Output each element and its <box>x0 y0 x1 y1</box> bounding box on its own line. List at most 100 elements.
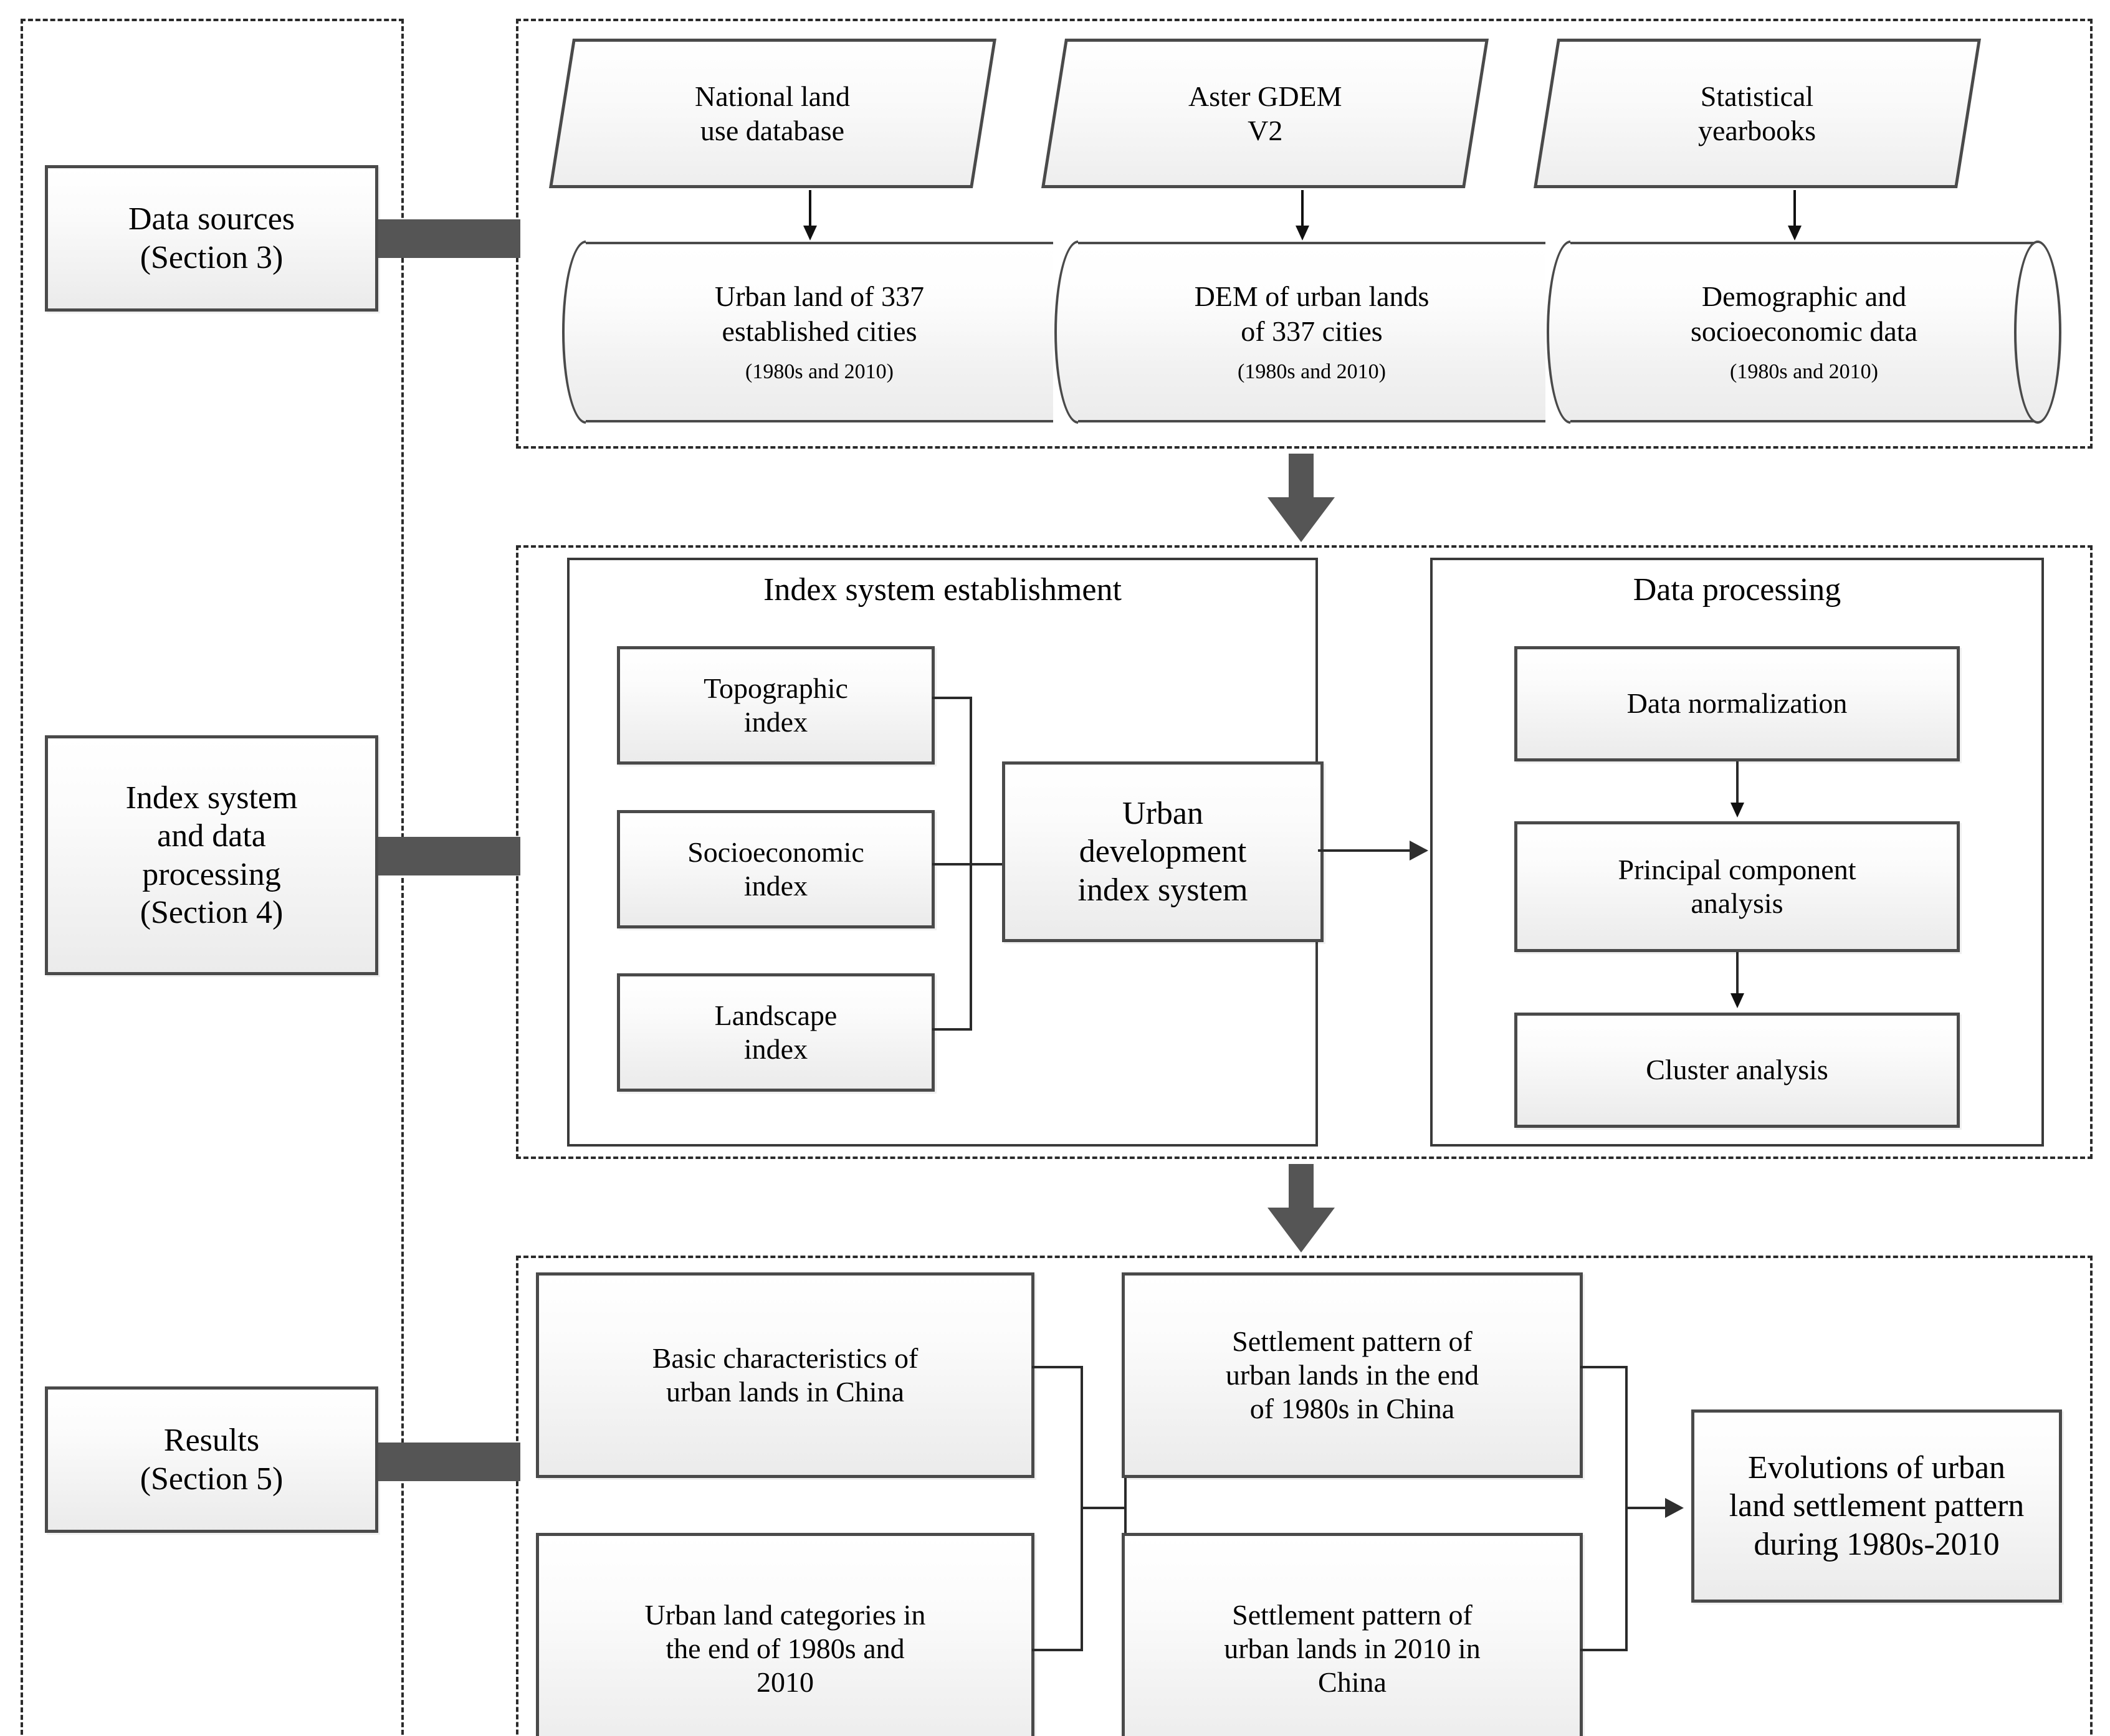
stage-label-results-title: Results <box>163 1423 260 1459</box>
cylinder-body-1 <box>1078 242 1545 422</box>
stage-label-index-line2: and data <box>157 818 266 854</box>
data-source-0-line2: use database <box>700 115 845 146</box>
stage-arrow-sources-to-index <box>1264 454 1339 542</box>
result-settlement-pattern-1980s[interactable]: Settlement pattern of urban lands in the… <box>1122 1272 1583 1478</box>
index-box-landscape-index[interactable]: Landscape index <box>617 973 935 1092</box>
results-right-bracket-bottom <box>1580 1649 1628 1651</box>
stage-label-column-container <box>21 19 404 1736</box>
data-source-2-line1: Statistical <box>1701 80 1814 112</box>
data-source-2-text: Statistical yearbooks <box>1698 79 1816 148</box>
result-right-line2: land settlement pattern <box>1729 1488 2025 1524</box>
connector-source2-to-db2 <box>1793 190 1796 229</box>
bracket-bottom-index2 <box>932 1028 972 1031</box>
arrow-down-icon-stage-1 <box>1267 497 1335 542</box>
stage-connector-bar-index-system <box>378 837 520 875</box>
results-right-bracket-stem <box>1625 1507 1669 1509</box>
index-1-line2: index <box>743 870 808 902</box>
index-system-panel-title: Index system establishment <box>763 572 1122 608</box>
result-evolutions-of-urban-land-settlement-pattern[interactable]: Evolutions of urban land settlement patt… <box>1691 1409 2062 1603</box>
dataset-urban-land-337-cities[interactable]: Urban land of 337 established cities (19… <box>562 241 1053 424</box>
result-left-0-line2: urban lands in China <box>666 1376 904 1408</box>
dataset-0-line2: established cities <box>722 315 917 347</box>
processing-step-0-label: Data normalization <box>1626 687 1848 720</box>
data-source-0-text: National land use database <box>695 79 850 148</box>
stage-arrow-index-to-results <box>1264 1164 1339 1252</box>
stage-label-index-section: (Section 4) <box>140 894 284 930</box>
dataset-2-line1: Demographic and <box>1701 280 1907 313</box>
development-index-line2: development <box>1079 834 1247 870</box>
result-basic-characteristics[interactable]: Basic characteristics of urban lands in … <box>536 1272 1034 1478</box>
dataset-2-period: (1980s and 2010) <box>1730 360 1878 383</box>
data-source-1-line2: V2 <box>1247 115 1283 146</box>
result-left-1-line3: 2010 <box>757 1666 814 1699</box>
data-source-1-text: Aster GDEM V2 <box>1188 79 1342 148</box>
arrow-down-icon-source1 <box>1296 226 1309 241</box>
result-mid-0-line3: of 1980s in China <box>1249 1393 1455 1425</box>
stage-label-index-line3: processing <box>142 856 281 892</box>
results-split-spine-right <box>1124 1366 1127 1651</box>
stage-label-index-line1: Index system <box>125 780 298 816</box>
result-left-1-line1: Urban land categories in <box>644 1598 926 1631</box>
results-bracket-bottom <box>1032 1649 1083 1651</box>
data-source-0-line1: National land <box>695 80 851 112</box>
urban-development-index-system-box[interactable]: Urban development index system <box>1002 761 1324 942</box>
data-source-2-line2: yearbooks <box>1698 115 1816 146</box>
arrow-right-icon-to-data-processing <box>1410 841 1428 861</box>
bracket-top-index0 <box>932 697 972 699</box>
index-box-socioeconomic-index[interactable]: Socioeconomic index <box>617 810 935 928</box>
connector-source0-to-db0 <box>809 190 811 229</box>
result-right-line3: during 1980s-2010 <box>1754 1526 2000 1562</box>
results-container <box>516 1256 2093 1736</box>
stage-label-results-section: (Section 5) <box>140 1461 284 1497</box>
dataset-0-line1: Urban land of 337 <box>715 280 924 313</box>
data-source-1-line1: Aster GDEM <box>1188 80 1342 112</box>
cylinder-body-2 <box>1570 242 2038 422</box>
index-0-line2: index <box>743 706 808 738</box>
data-source-national-land-use-database[interactable]: National land use database <box>548 39 997 188</box>
stage-arrow-shaft-1 <box>1289 454 1314 500</box>
processing-step-principal-component-analysis[interactable]: Principal component analysis <box>1514 821 1960 952</box>
stage-label-data-sources-section: (Section 3) <box>140 239 284 275</box>
development-index-line1: Urban <box>1122 795 1203 831</box>
bracket-stem-index <box>932 863 1032 866</box>
stage-arrow-shaft-2 <box>1289 1164 1314 1211</box>
connector-pca-to-cluster <box>1736 952 1739 997</box>
connector-normalization-to-pca <box>1736 761 1739 806</box>
data-source-aster-gdem-v2[interactable]: Aster GDEM V2 <box>1041 39 1489 188</box>
result-right-line1: Evolutions of urban <box>1747 1449 2006 1486</box>
index-1-line1: Socioeconomic <box>687 836 864 868</box>
dataset-2-text: Demographic and socioeconomic data (1980… <box>1570 279 2038 384</box>
index-2-line1: Landscape <box>714 999 838 1031</box>
result-left-0-line1: Basic characteristics of <box>652 1342 919 1374</box>
index-box-topographic-index[interactable]: Topographic index <box>617 646 935 765</box>
stage-label-index-system[interactable]: Index system and data processing (Sectio… <box>45 735 378 975</box>
processing-step-1-line2: analysis <box>1691 887 1783 919</box>
data-processing-panel-title: Data processing <box>1633 572 1841 608</box>
dataset-0-period: (1980s and 2010) <box>745 360 894 383</box>
dataset-demographic-socioeconomic-data[interactable]: Demographic and socioeconomic data (1980… <box>1547 241 2061 424</box>
processing-step-2-label: Cluster analysis <box>1646 1054 1828 1086</box>
stage-connector-bar-data-sources <box>378 219 520 258</box>
result-mid-0-line1: Settlement pattern of <box>1232 1325 1473 1357</box>
arrow-down-icon-to-pca <box>1730 803 1744 818</box>
result-urban-land-categories[interactable]: Urban land categories in the end of 1980… <box>536 1533 1034 1736</box>
index-2-line2: index <box>743 1033 808 1065</box>
result-settlement-pattern-2010[interactable]: Settlement pattern of urban lands in 201… <box>1122 1533 1583 1736</box>
result-mid-1-line3: China <box>1318 1666 1387 1699</box>
stage-label-results[interactable]: Results (Section 5) <box>45 1386 378 1533</box>
dataset-1-text: DEM of urban lands of 337 cities (1980s … <box>1078 279 1545 384</box>
connector-index-panel-to-processing <box>1318 849 1418 852</box>
dataset-1-line2: of 337 cities <box>1241 315 1383 347</box>
dataset-1-period: (1980s and 2010) <box>1238 360 1386 383</box>
processing-step-cluster-analysis[interactable]: Cluster analysis <box>1514 1013 1960 1128</box>
dataset-0-text: Urban land of 337 established cities (19… <box>586 279 1053 384</box>
data-source-statistical-yearbooks[interactable]: Statistical yearbooks <box>1533 39 1982 188</box>
arrow-right-icon-to-evolutions <box>1665 1498 1684 1518</box>
dataset-2-line2: socioeconomic data <box>1690 315 1918 347</box>
result-left-1-line2: the end of 1980s and <box>666 1632 905 1664</box>
results-bracket-top <box>1032 1366 1083 1368</box>
processing-step-data-normalization[interactable]: Data normalization <box>1514 646 1960 761</box>
arrow-down-icon-source0 <box>803 226 817 241</box>
dataset-dem-urban-lands-337-cities[interactable]: DEM of urban lands of 337 cities (1980s … <box>1054 241 1545 424</box>
stage-label-data-sources[interactable]: Data sources (Section 3) <box>45 165 378 312</box>
